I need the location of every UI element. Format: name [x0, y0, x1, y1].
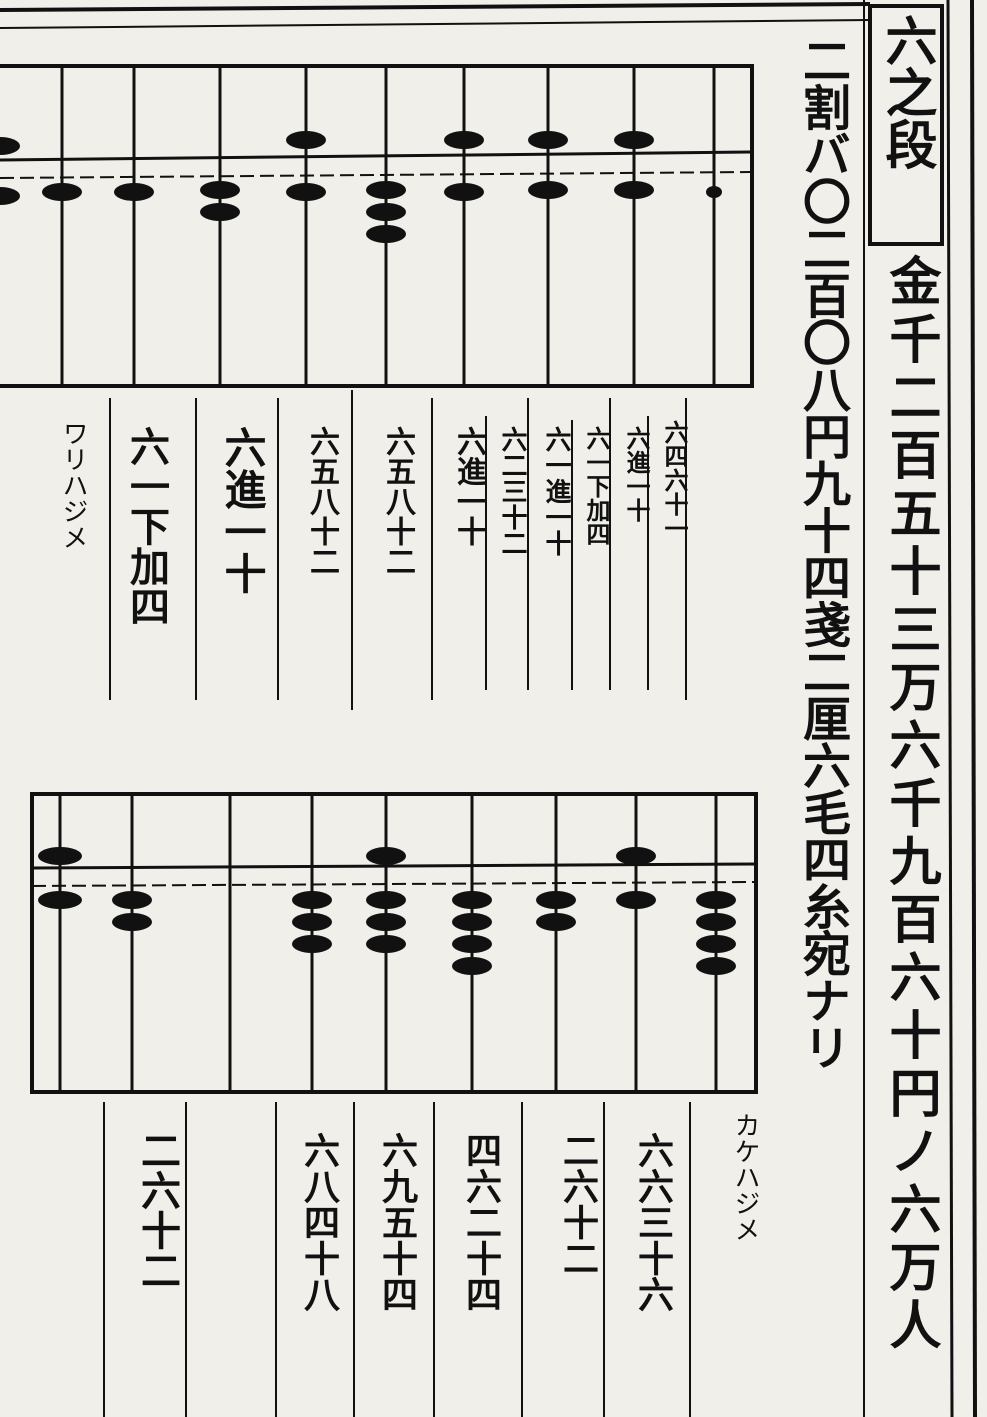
top-column-5: 六進一十 [451, 426, 486, 546]
top-column-8: 六一下加四 [582, 426, 611, 546]
main-text-right: 金千二百五十三万六千九百六十円ノ六万人 [880, 254, 941, 1356]
top-column-4: 六五八十二 [380, 426, 415, 576]
bottom-column-2: 六八四十八 [298, 1132, 340, 1312]
top-column-10: 六四六十一 [660, 420, 689, 540]
section-title: 六之段 [876, 14, 937, 170]
top-column-7: 六一進一十 [541, 426, 571, 556]
bottom-column-3: 六九五十四 [376, 1132, 418, 1312]
top-column-1: 六一下加四 [123, 426, 170, 626]
top-abacus-label: ワリハジメ [58, 420, 88, 550]
top-column-9: 六進一十 [622, 426, 651, 522]
bottom-column-1: 二六十二 [134, 1130, 181, 1290]
top-column-6: 六二三十二 [497, 426, 527, 556]
bottom-abacus-label: カケハジメ [730, 1112, 760, 1242]
bottom-column-5: 二六十二 [557, 1132, 599, 1276]
top-column-2: 六進一十 [218, 426, 267, 594]
bottom-column-4: 四六二十四 [460, 1132, 502, 1312]
main-text-left: 二割バ〇二百〇八円九十四戔二厘六毛四糸宛ナリ [794, 36, 850, 1070]
top-column-3: 六五八十二 [304, 426, 339, 576]
bottom-column-6: 六六三十六 [632, 1132, 674, 1312]
